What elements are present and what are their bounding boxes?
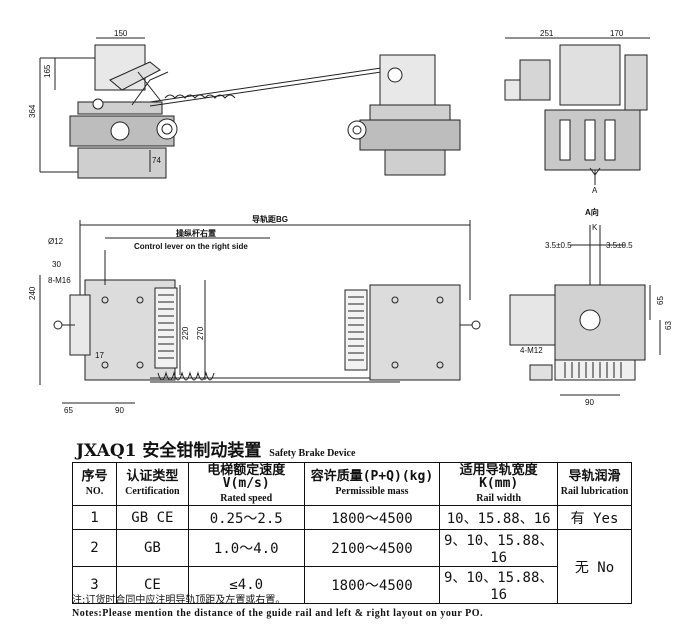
cell-mass: 1800～4500 [303,566,441,604]
table-row: 2 GB 1.0～4.0 2100～4500 9、10、15.88、16 无 N… [72,529,632,604]
cell-speed: 0.25～2.5 [187,505,305,530]
cell-no: 3 [72,566,117,604]
label-view-a: A [592,186,598,195]
cell-cert: GB [115,529,189,567]
table-row: 1 GB CE 0.25～2.5 1800～4500 10、15.88、16 有… [72,505,632,530]
notes: 注:订货时合同中应注明导轨顶距及左置或右置。 Notes:Please ment… [72,594,483,620]
label-17: 17 [95,351,104,360]
label-90r: 90 [585,398,594,407]
label-35a: 3.5±0.5 [545,241,572,250]
cell-speed: 1.0～4.0 [187,529,305,567]
label-30: 30 [52,260,61,269]
note-en: Notes:Please mention the distance of the… [72,608,484,619]
label-view-a-title: A向 [585,207,599,217]
label-170: 170 [610,29,624,38]
label-220: 220 [181,326,190,340]
label-63: 63 [664,321,673,330]
side-view-left-unit [69,44,178,179]
label-lever-zh: 操纵杆右置 [176,228,216,238]
label-phi12: Ø12 [48,237,64,246]
label-364: 364 [28,104,37,118]
header-rail: 适用导轨宽度K(mm)Rail width [439,462,559,506]
label-35b: 3.5±0.5 [606,241,633,250]
cell-rail: 9、10、15.88、16 [439,566,559,604]
cell-cert: CE [115,566,189,604]
label-4m12: 4-M12 [520,346,543,355]
label-8m16: 8-M16 [48,276,71,285]
label-65: 65 [64,406,73,415]
a-view [509,284,646,381]
front-view [504,44,648,185]
label-240: 240 [28,286,37,300]
label-270: 270 [196,326,205,340]
label-k: K [592,223,598,232]
title-zh: JXAQ1 安全钳制动装置 [76,441,262,461]
table-row: 3 CE ≤4.0 1800～4500 9、10、15.88、16 [72,566,632,604]
plan-view-left-unit [53,250,178,381]
side-view-right-unit [347,54,461,176]
label-74: 74 [152,156,161,165]
header-mass: 容许质量(P+Q)(kg)Permissible mass [303,462,441,506]
label-251: 251 [540,29,554,38]
cell-rail: 10、15.88、16 [439,505,559,530]
cell-cert: GB CE [115,505,189,530]
cell-lube: 有 Yes [557,505,632,530]
cell-mass: 1800～4500 [303,505,441,530]
connecting-rod-top [149,65,396,107]
label-165: 165 [43,64,52,78]
label-rail-gauge: 导轨距BG [252,214,288,224]
note-zh: 注:订货时合同中应注明导轨顶距及左置或右置。 [72,595,286,606]
cell-no: 1 [72,505,117,530]
cell-no: 2 [72,529,117,567]
title-en: Safety Brake Device [269,448,356,459]
plan-view-right-unit [344,284,481,381]
label-65r: 65 [656,296,665,305]
label-90: 90 [115,406,124,415]
page-title: JXAQ1 安全钳制动装置 Safety Brake Device [76,436,355,461]
label-lever-en: Control lever on the right side [134,242,248,251]
cell-speed: ≤4.0 [187,566,305,604]
cell-lube: 无 No [557,529,632,604]
connecting-rod-bottom [150,371,400,383]
header-speed: 电梯额定速度V(m/s)Rated speed [187,462,305,506]
technical-drawing: 150 165 364 74 251 170 A A向 导轨距BG 操纵杆右置 … [28,29,673,415]
label-150: 150 [114,29,128,38]
cell-rail: 9、10、15.88、16 [439,529,559,567]
cell-mass: 2100～4500 [303,529,441,567]
